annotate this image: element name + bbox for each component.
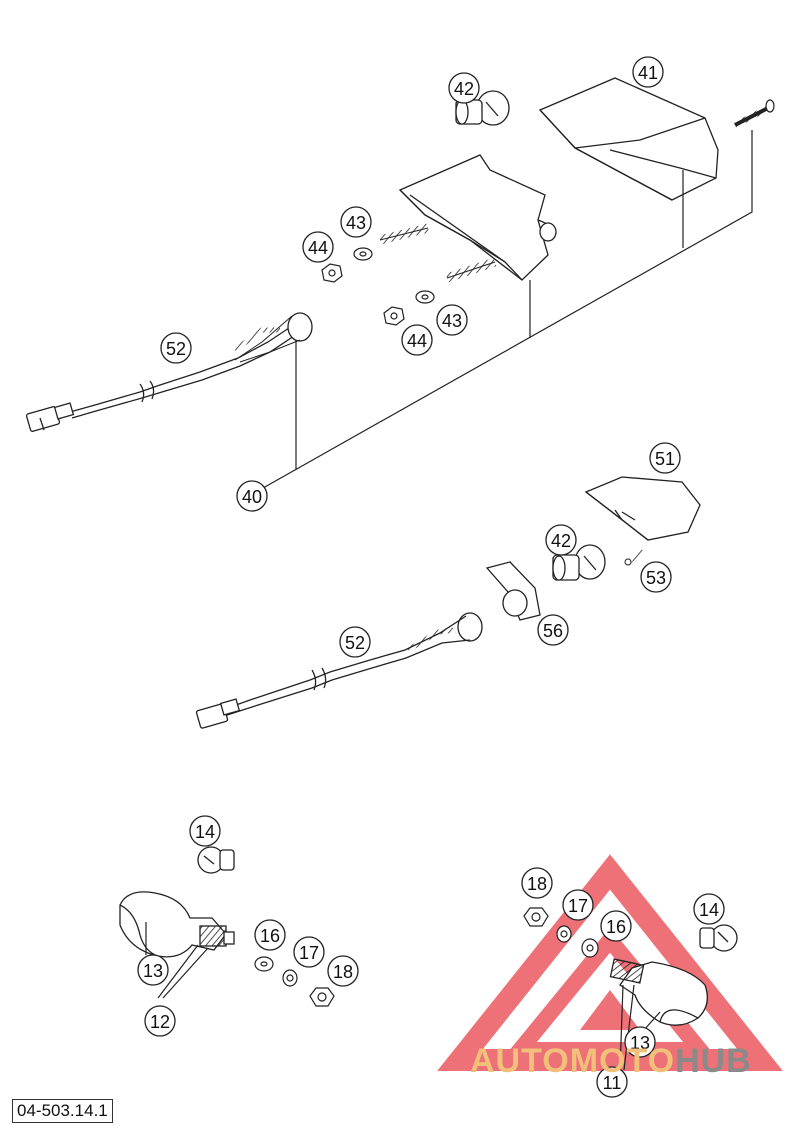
callout-12: 12 [144,1005,176,1037]
callout-40: 40 [236,480,268,512]
callout-13-right: 13 [624,1026,656,1058]
svg-text:53: 53 [646,568,666,588]
callout-17-left: 17 [293,936,325,968]
indicator-bulb-left [197,846,235,874]
washer-16-left [254,956,274,972]
callout-44-upper: 44 [302,231,334,263]
washer-43-upper [353,247,373,261]
svg-text:52: 52 [166,339,186,359]
callout-52-top: 52 [160,332,192,364]
svg-text:12: 12 [150,1012,170,1032]
svg-text:44: 44 [308,238,328,258]
watermark-text: AUTOMOTOHUB [470,1042,752,1081]
nut-44-upper [321,263,343,283]
callout-51: 51 [649,442,681,474]
callout-42-mid: 42 [545,524,577,556]
indicator-housing-left [119,891,235,958]
leader-lines-bottom-right [619,984,661,1071]
callout-44-lower: 44 [401,324,433,356]
license-light-lens [584,476,701,541]
washer-17-left [282,969,298,987]
svg-text:17: 17 [568,896,588,916]
tail-light-housing [398,154,557,281]
callouts: 41 42 43 44 43 44 52 40 51 42 53 56 52 1… [137,56,725,1098]
svg-text:44: 44 [407,331,427,351]
callout-41: 41 [632,56,664,88]
nut-18-right [523,907,549,927]
indicator-bulb-right [699,924,738,952]
callout-52-mid: 52 [339,626,371,658]
watermark-text-part-a: AUTOMOTO [470,1042,676,1080]
callout-17-right: 17 [562,889,594,921]
washer-17-right [556,925,572,943]
svg-text:16: 16 [260,926,280,946]
leader-lines-bottom-left [145,922,209,999]
svg-text:56: 56 [543,621,563,641]
washer-43-lower [415,290,435,304]
svg-text:18: 18 [333,962,353,982]
lens-screw [733,99,775,128]
callout-11: 11 [596,1066,628,1098]
indicator-housing-right [609,958,708,1026]
watermark-text-part-b: HUB [675,1042,752,1080]
diagram-code-label: 04-503.14.1 [12,1099,113,1123]
svg-text:40: 40 [242,487,262,507]
svg-text:41: 41 [638,63,658,83]
washer-16-right [581,938,599,958]
license-light-cable [195,612,483,729]
svg-text:17: 17 [299,943,319,963]
callout-42-top: 42 [448,72,480,104]
svg-text:18: 18 [527,874,547,894]
svg-text:43: 43 [346,213,366,233]
callout-56: 56 [537,614,569,646]
svg-text:14: 14 [699,900,719,920]
leader-lines-top [255,130,753,493]
callout-18-right: 18 [521,867,553,899]
tail-light-lens [538,77,719,201]
callout-14-left: 14 [189,815,221,847]
svg-text:13: 13 [630,1033,650,1053]
callout-43-lower: 43 [436,304,468,336]
svg-text:43: 43 [442,311,462,331]
callout-13-left: 13 [137,954,169,986]
housing-studs [378,223,497,283]
license-light-screw [624,548,645,566]
svg-text:13: 13 [143,961,163,981]
svg-text:52: 52 [345,633,365,653]
svg-text:42: 42 [454,79,474,99]
svg-text:16: 16 [606,917,626,937]
callout-16-left: 16 [254,919,286,951]
callout-53: 53 [640,561,672,593]
callout-14-right: 14 [693,893,725,925]
nut-18-left [309,987,335,1007]
license-light-holder [485,561,541,621]
svg-text:51: 51 [655,449,675,469]
svg-text:14: 14 [195,822,215,842]
svg-text:42: 42 [551,531,571,551]
callout-16-right: 16 [600,910,632,942]
svg-text:11: 11 [603,1073,622,1093]
callout-18-left: 18 [327,955,359,987]
tail-light-cable [25,312,313,432]
callout-43-upper: 43 [340,206,372,238]
license-light-bulb [552,544,606,581]
nut-44-lower [383,306,405,326]
